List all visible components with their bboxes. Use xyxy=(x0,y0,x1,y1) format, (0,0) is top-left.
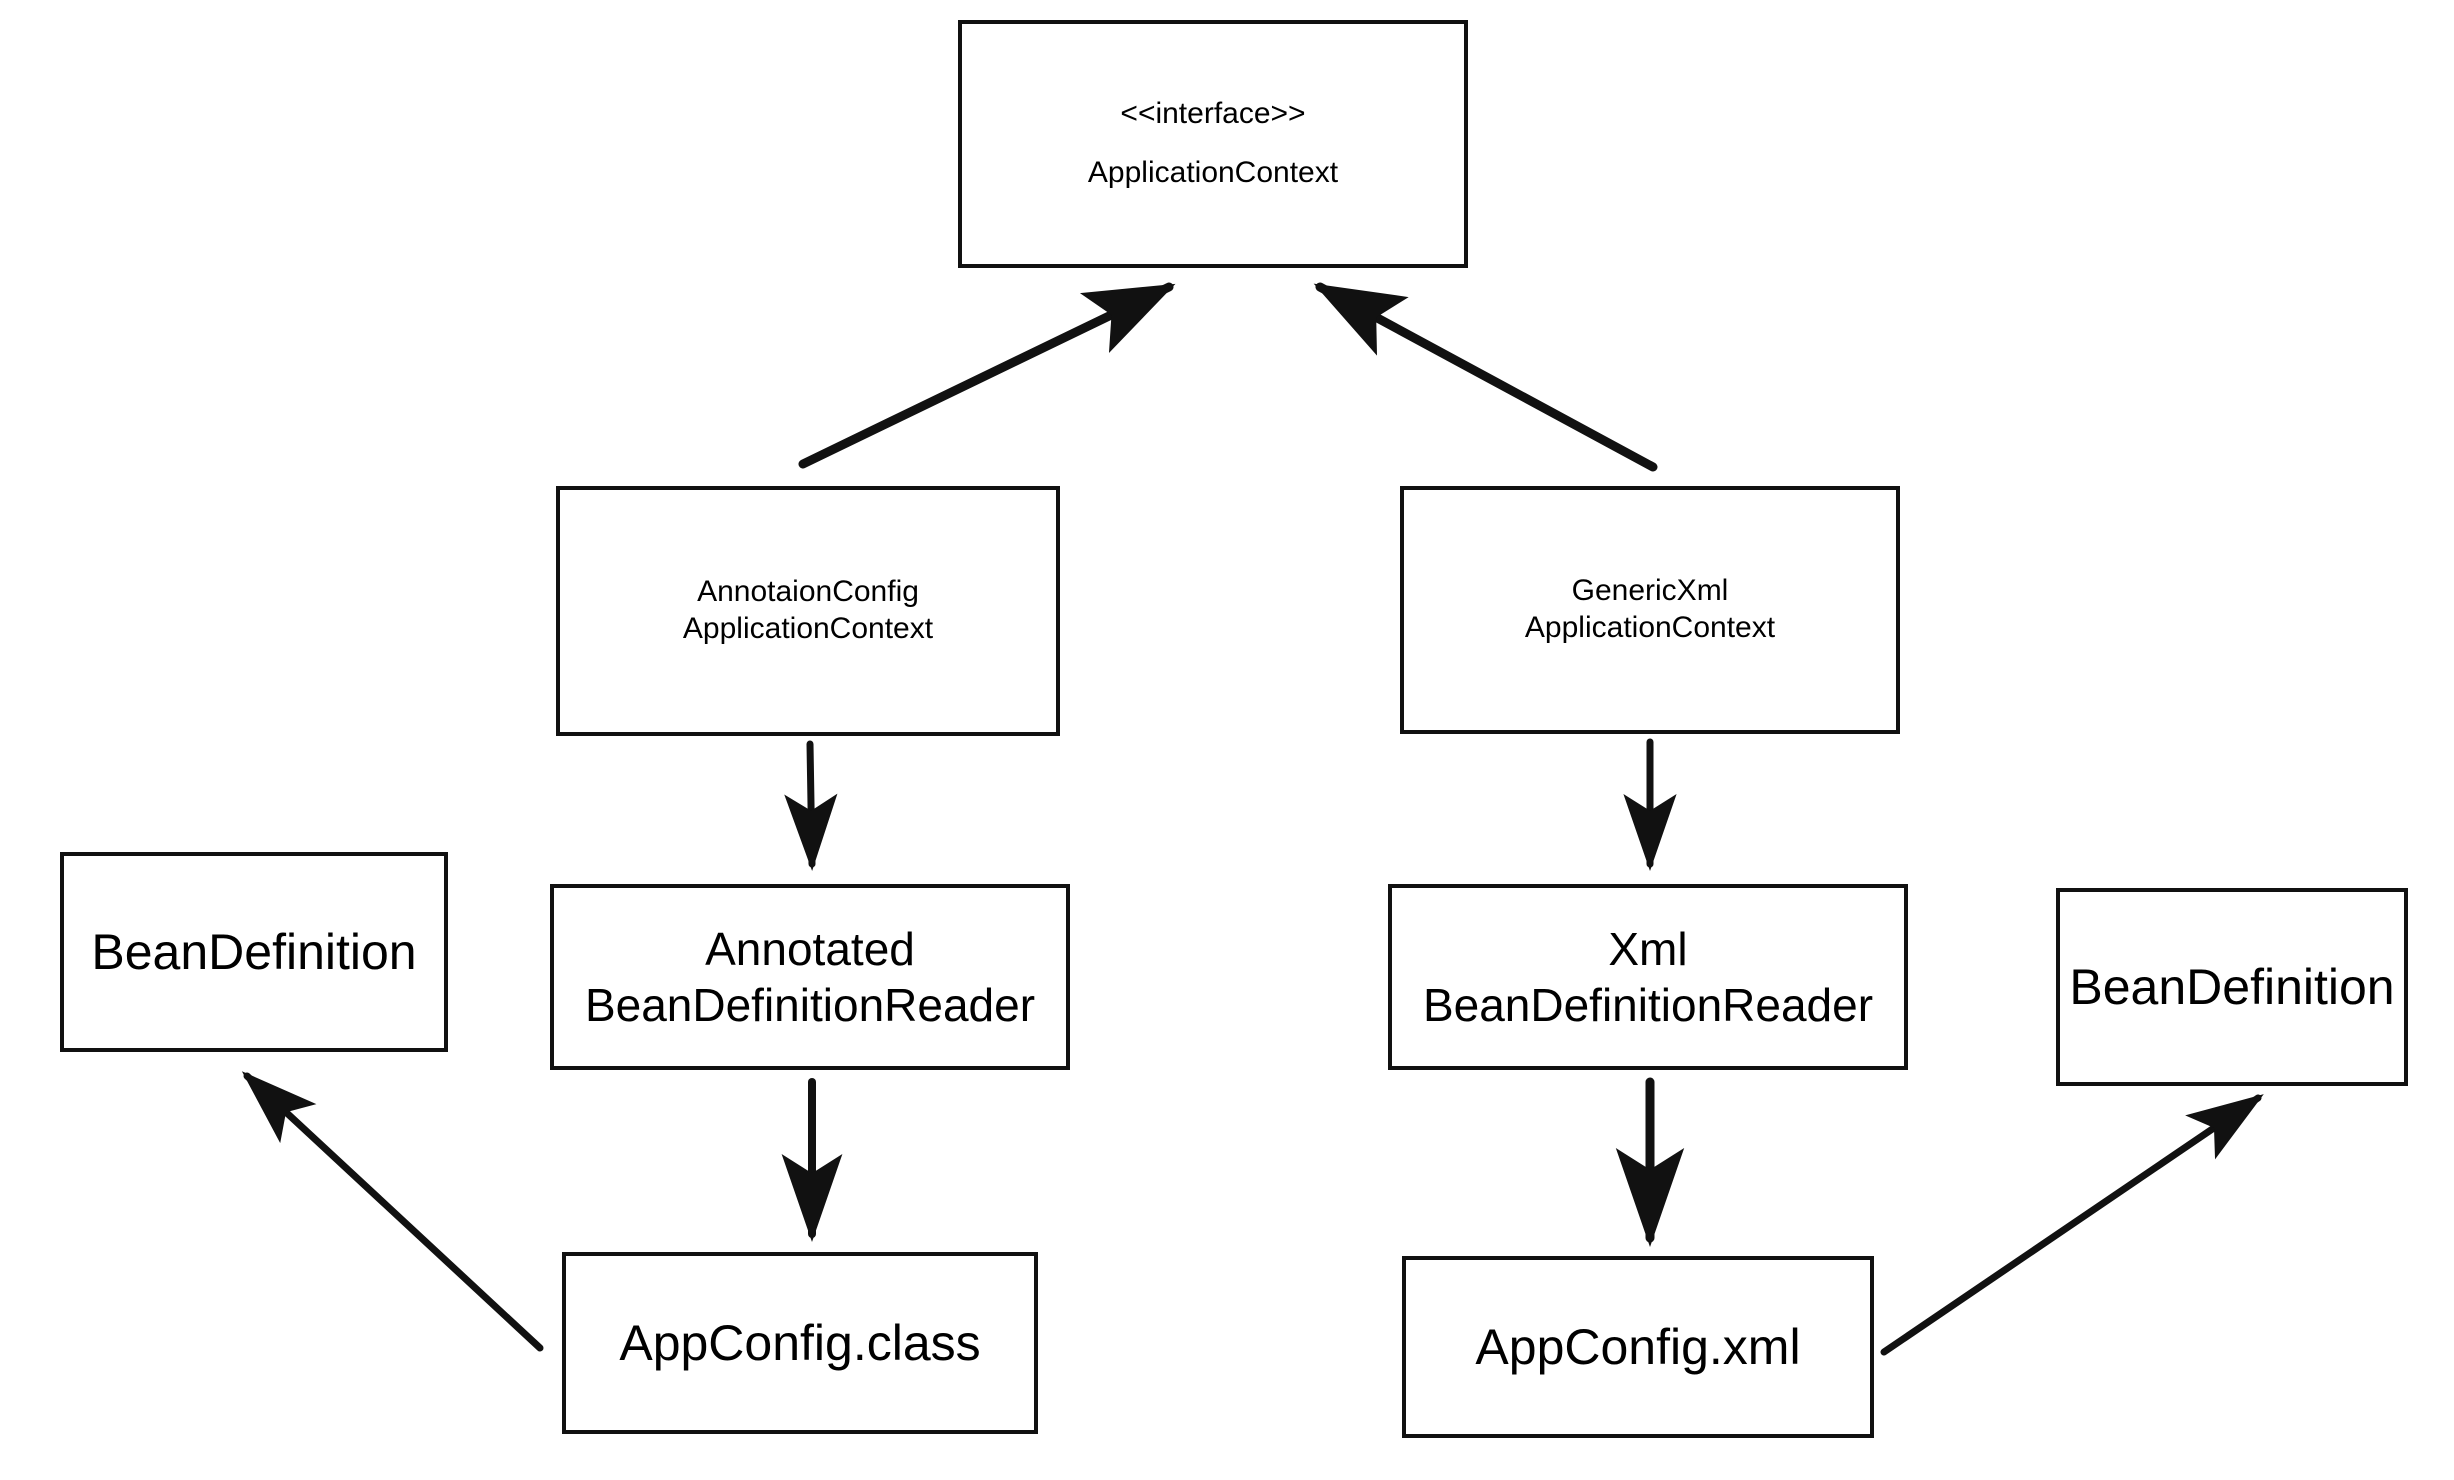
edge-app-config-xml-to-bean-definition-right xyxy=(1880,1094,2264,1356)
application-context-label: ApplicationContext xyxy=(1087,156,1339,189)
annotated-reader-label-line2: BeanDefinitionReader xyxy=(584,979,1036,1031)
bean-definition-left-label: BeanDefinition xyxy=(91,923,417,980)
annotation-config-label-line1: AnnotaionConfig xyxy=(697,575,919,609)
node-app-config-class[interactable]: AppConfig.class xyxy=(562,1252,1038,1434)
node-app-config-xml[interactable]: AppConfig.xml xyxy=(1402,1256,1874,1438)
edge-annotation-config-to-annotated-reader xyxy=(784,740,838,871)
node-generic-xml-application-context[interactable]: GenericXml ApplicationContext xyxy=(1400,486,1900,734)
node-bean-definition-left[interactable]: BeanDefinition xyxy=(60,852,448,1052)
xml-reader-label-line2: BeanDefinitionReader xyxy=(1422,979,1874,1031)
generic-xml-label-line2: ApplicationContext xyxy=(1524,611,1776,644)
annotated-reader-label-line1: Annotated xyxy=(705,922,915,975)
edge-annotation-config-to-application-context xyxy=(798,282,1176,469)
bean-definition-right-label: BeanDefinition xyxy=(2069,958,2395,1015)
interface-stereotype-label: <<interface>> xyxy=(1120,97,1306,131)
node-xml-bean-definition-reader[interactable]: Xml BeanDefinitionReader xyxy=(1388,884,1908,1070)
xml-reader-label-line1: Xml xyxy=(1608,922,1688,975)
edge-app-config-class-to-bean-definition-left xyxy=(241,1071,544,1352)
edge-generic-xml-to-application-context xyxy=(1313,282,1658,472)
app-config-xml-label: AppConfig.xml xyxy=(1475,1318,1801,1375)
annotation-config-label-line2: ApplicationContext xyxy=(682,612,934,645)
app-config-class-label: AppConfig.class xyxy=(619,1314,981,1371)
node-bean-definition-right[interactable]: BeanDefinition xyxy=(2056,888,2408,1086)
node-annotation-config-application-context[interactable]: AnnotaionConfig ApplicationContext xyxy=(556,486,1060,736)
generic-xml-label-line1: GenericXml xyxy=(1571,574,1729,608)
node-annotated-bean-definition-reader[interactable]: Annotated BeanDefinitionReader xyxy=(550,884,1070,1070)
node-application-context[interactable]: <<interface>> ApplicationContext xyxy=(958,20,1468,268)
